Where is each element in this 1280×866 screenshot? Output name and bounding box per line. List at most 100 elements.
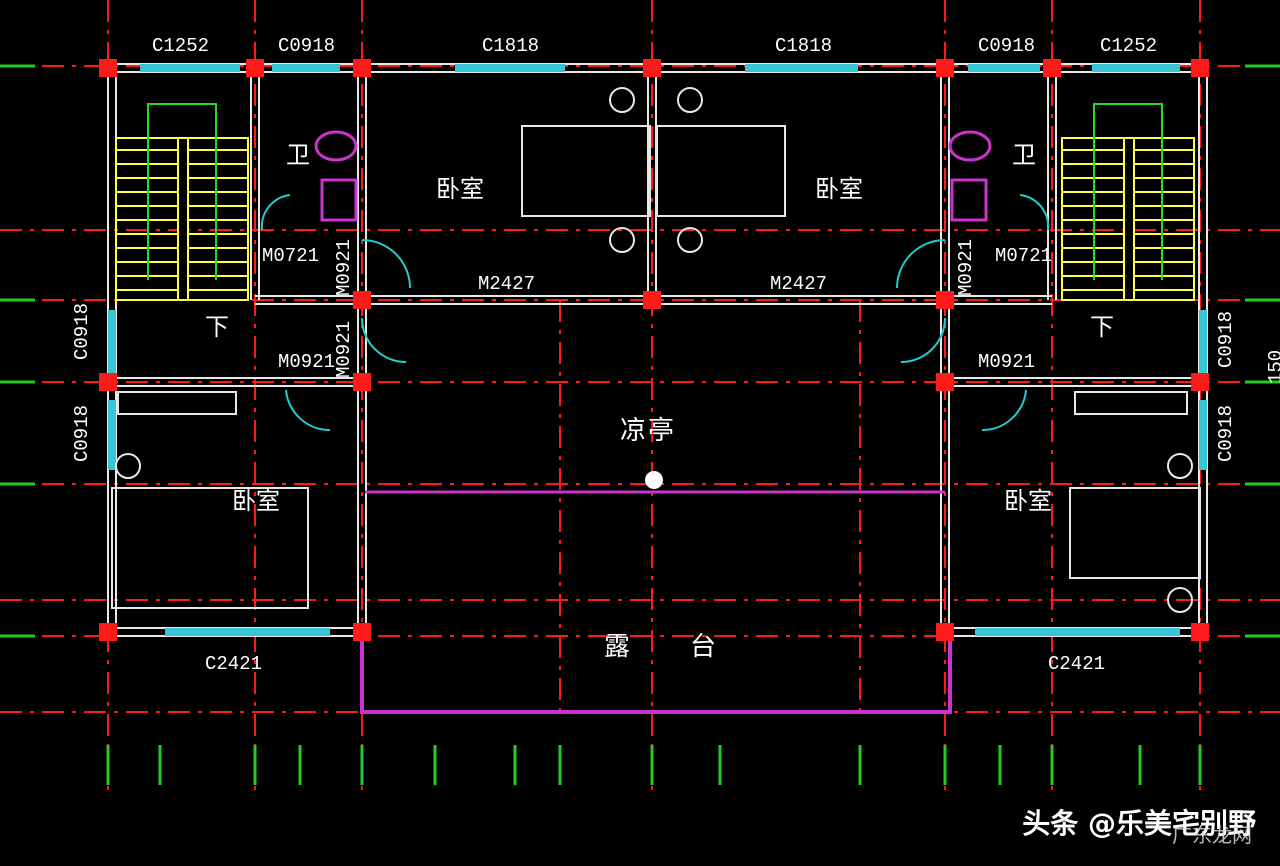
swing-bath-left — [260, 194, 291, 231]
column-node-14 — [936, 623, 954, 641]
window-label-left-2: C0918 — [71, 404, 93, 462]
window-label-right-1: C0918 — [1215, 310, 1237, 368]
window-segment-7 — [975, 628, 1180, 636]
swing-bath-right — [1019, 194, 1050, 231]
window-label-top-4: C1818 — [775, 35, 833, 57]
column-node-0 — [99, 59, 117, 77]
window-segment-1 — [272, 64, 340, 72]
door-label-2: M0921 — [333, 238, 355, 296]
main-door-label-2: M2427 — [770, 273, 828, 295]
wardrobe-right — [1074, 391, 1188, 415]
column-node-1 — [353, 59, 371, 77]
column-node-3 — [936, 59, 954, 77]
terrace-outline — [360, 636, 952, 714]
door-label-7: M0721 — [995, 245, 1053, 267]
watermark-sub: 广东龙网 — [1172, 823, 1252, 847]
stair-down-label-right: 下 — [1090, 313, 1114, 341]
column-node-15 — [1191, 623, 1209, 641]
window-segment-2 — [455, 64, 565, 72]
nightstand-6 — [1167, 587, 1193, 613]
main-door-label-1: M2427 — [478, 273, 536, 295]
window-label-right-2: C0918 — [1215, 404, 1237, 462]
door-label-4: M0921 — [278, 351, 336, 373]
stair-right-well — [1123, 137, 1135, 301]
toilet-left — [314, 130, 358, 162]
window-label-bottom-2: C2421 — [1048, 653, 1106, 675]
swing-bed-left — [361, 239, 411, 289]
column-node-7 — [936, 291, 954, 309]
swing-bed-right — [896, 239, 946, 289]
window-segment-6 — [165, 628, 330, 636]
stair-left-well — [177, 137, 189, 301]
wardrobe-left — [117, 391, 237, 415]
pavilion-center-dot — [645, 471, 663, 489]
swing-corridor-right — [900, 317, 946, 363]
door-label-6: M0921 — [978, 351, 1036, 373]
window-label-top-3: C1818 — [482, 35, 540, 57]
edge-dimension-number: 150 — [1265, 349, 1280, 384]
window-side-2 — [1199, 310, 1207, 375]
windows — [108, 64, 1207, 636]
window-label-top-1: C1252 — [152, 35, 210, 57]
stair-right-arrow-path — [1093, 103, 1163, 280]
nightstand-4 — [115, 453, 141, 479]
window-side-0 — [108, 310, 116, 375]
window-label-left-1: C0918 — [71, 302, 93, 360]
window-label-bottom-1: C2421 — [205, 653, 263, 675]
window-segment-0 — [140, 64, 240, 72]
toilet-right — [948, 130, 992, 162]
bed-2 — [656, 125, 786, 217]
column-nodes — [99, 59, 1209, 641]
room-label-bedroom-4: 卧室 — [1004, 487, 1052, 515]
column-node-6 — [643, 291, 661, 309]
room-label-bedroom-2: 卧室 — [815, 175, 863, 203]
column-node-8 — [99, 373, 117, 391]
window-segment-5 — [1092, 64, 1180, 72]
nightstand-3 — [677, 227, 703, 253]
window-label-top-2: C0918 — [278, 35, 336, 57]
column-node-5 — [353, 291, 371, 309]
column-node-13 — [353, 623, 371, 641]
watermark: 头条 @乐美宅别野 — [1022, 807, 1256, 840]
swing-bed-left-lower — [285, 389, 331, 432]
stair-down-label-left: 下 — [205, 313, 229, 341]
column-node-10 — [936, 373, 954, 391]
staircases — [115, 103, 1195, 301]
column-node-12 — [99, 623, 117, 641]
swing-bed-right-lower — [981, 389, 1027, 432]
room-label-pavilion: 凉亭 — [620, 416, 677, 446]
window-label-top-5: C0918 — [978, 35, 1036, 57]
nightstand-0 — [609, 87, 635, 113]
room-label-bedroom-3: 卧室 — [232, 487, 280, 515]
column-node-11 — [1191, 373, 1209, 391]
bed-3 — [111, 487, 309, 609]
stair-left-arrow-path — [147, 103, 217, 280]
window-segment-3 — [745, 64, 858, 72]
room-label-bath-left: 卫 — [286, 141, 310, 169]
door-swings — [260, 194, 1050, 432]
column-node-4 — [1191, 59, 1209, 77]
door-label-3: M0921 — [333, 320, 355, 378]
window-side-1 — [108, 400, 116, 470]
window-segment-4 — [968, 64, 1040, 72]
column-node-17 — [1043, 59, 1061, 77]
bed-1 — [521, 125, 651, 217]
swing-corridor-left — [361, 317, 407, 363]
basin-right — [950, 178, 988, 222]
column-node-9 — [353, 373, 371, 391]
door-label-5: M0921 — [955, 238, 977, 296]
nightstand-2 — [677, 87, 703, 113]
room-label-bedroom-1: 卧室 — [436, 175, 484, 203]
fixtures — [111, 87, 1201, 714]
column-node-2 — [643, 59, 661, 77]
room-label-bath-right: 卫 — [1012, 141, 1036, 169]
door-label-1: M0721 — [262, 245, 320, 267]
window-side-3 — [1199, 400, 1207, 470]
room-label-terrace: 露台 — [604, 632, 777, 662]
nightstand-5 — [1167, 453, 1193, 479]
window-label-top-6: C1252 — [1100, 35, 1158, 57]
nightstand-1 — [609, 227, 635, 253]
bed-4 — [1069, 487, 1201, 579]
column-node-16 — [246, 59, 264, 77]
